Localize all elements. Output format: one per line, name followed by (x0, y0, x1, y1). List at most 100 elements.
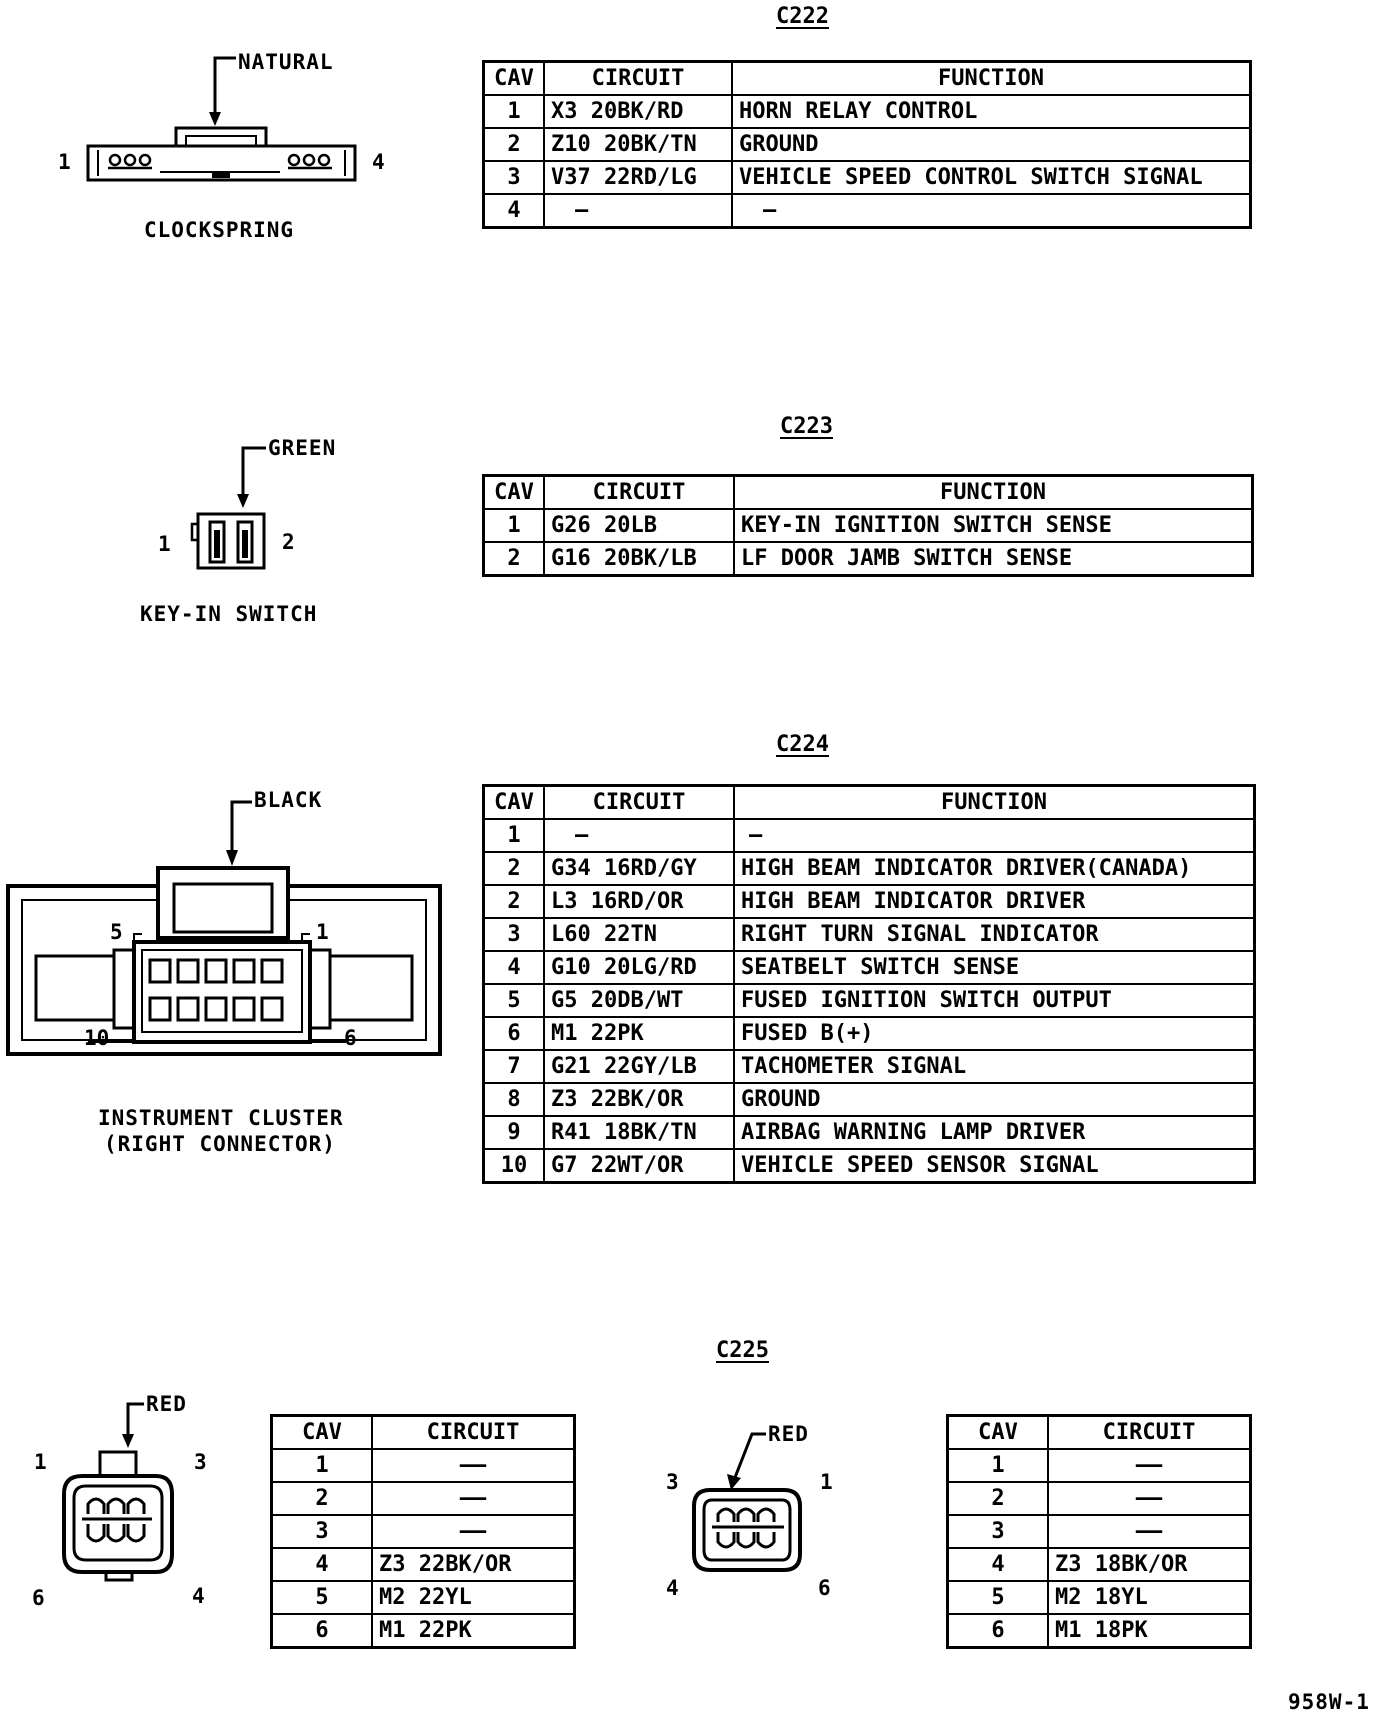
circuit-cell: M1 18PK (1047, 1613, 1252, 1649)
cav-cell: 4 (482, 193, 545, 229)
cav-cell: 2 (482, 851, 545, 886)
c224-pin-1-label: 1 (316, 920, 329, 944)
cav-cell: 2 (946, 1481, 1049, 1516)
function-cell: HIGH BEAM INDICATOR DRIVER(CANADA) (733, 851, 1256, 886)
c223-pin-2-label: 2 (282, 530, 295, 554)
c224-title: C224 (776, 732, 829, 757)
table-row: 3 L60 22TN RIGHT TURN SIGNAL INDICATOR (482, 917, 1256, 952)
function-cell: FUSED B(+) (733, 1016, 1256, 1051)
circuit-cell: Z3 22BK/OR (543, 1082, 735, 1117)
c225-left-connector-drawing (62, 1402, 174, 1582)
function-cell: VEHICLE SPEED CONTROL SWITCH SIGNAL (731, 160, 1252, 195)
c225-left-pin-1-label: 1 (34, 1450, 47, 1474)
circuit-cell: M1 22PK (543, 1016, 735, 1051)
function-cell: SEATBELT SWITCH SENSE (733, 950, 1256, 985)
c225-right-pin-3-label: 3 (666, 1470, 679, 1494)
circuit-cell: G26 20LB (543, 508, 735, 543)
c225-left-pin-6-label: 6 (32, 1586, 45, 1610)
table-row: 2 Z10 20BK/TN GROUND (482, 127, 1252, 162)
cav-cell: 5 (270, 1580, 373, 1615)
cav-cell: 10 (482, 1148, 545, 1184)
circuit-cell: G16 20BK/LB (543, 541, 735, 577)
table-row: 4 — — (482, 193, 1252, 229)
circuit-cell: V37 22RD/LG (543, 160, 733, 195)
function-cell: TACHOMETER SIGNAL (733, 1049, 1256, 1084)
table-row: 2 G16 20BK/LB LF DOOR JAMB SWITCH SENSE (482, 541, 1254, 577)
table-header-row: CAV CIRCUIT FUNCTION (482, 60, 1252, 96)
circuit-cell: Z3 22BK/OR (371, 1547, 576, 1582)
c222-pin-1-label: 1 (58, 150, 71, 174)
function-cell: — (731, 193, 1252, 229)
circuit-cell: G34 16RD/GY (543, 851, 735, 886)
cav-cell: 6 (270, 1613, 373, 1649)
table-row: 5 M2 22YL (270, 1580, 576, 1615)
circuit-cell: M2 22YL (371, 1580, 576, 1615)
table-row: 9 R41 18BK/TN AIRBAG WARNING LAMP DRIVER (482, 1115, 1256, 1150)
table-row: 4 Z3 18BK/OR (946, 1547, 1252, 1582)
cav-cell: 1 (946, 1448, 1049, 1483)
figure-id: 958W-1 (1288, 1690, 1370, 1714)
c223-title: C223 (780, 414, 833, 439)
table-header-row: CAV CIRCUIT FUNCTION (482, 784, 1256, 820)
function-header: FUNCTION (731, 60, 1252, 96)
cav-cell: 1 (482, 818, 545, 853)
cav-cell: 3 (946, 1514, 1049, 1549)
circuit-header: CIRCUIT (543, 784, 735, 820)
circuit-cell: G5 20DB/WT (543, 983, 735, 1018)
cav-cell: 3 (270, 1514, 373, 1549)
c222-title: C222 (776, 4, 829, 29)
c222-color-label: NATURAL (238, 50, 334, 74)
table-row: 1 —— (270, 1448, 576, 1483)
c225-right-color-label: RED (768, 1422, 809, 1446)
c222-clockspring-connector-drawing (86, 56, 357, 182)
c225-left-pin-4-label: 4 (192, 1584, 205, 1608)
cav-cell: 6 (482, 1016, 545, 1051)
function-cell: AIRBAG WARNING LAMP DRIVER (733, 1115, 1256, 1150)
c225-left-color-label: RED (146, 1392, 187, 1416)
function-cell: KEY-IN IGNITION SWITCH SENSE (733, 508, 1254, 543)
function-cell: — (733, 818, 1256, 853)
c222-connector-name: CLOCKSPRING (144, 218, 295, 242)
c225-right-pin-4-label: 4 (666, 1576, 679, 1600)
table-row: 6 M1 18PK (946, 1613, 1252, 1649)
c224-pin-10-label: 10 (84, 1026, 110, 1050)
function-cell: VEHICLE SPEED SENSOR SIGNAL (733, 1148, 1256, 1184)
circuit-header: CIRCUIT (543, 474, 735, 510)
circuit-header: CIRCUIT (1047, 1414, 1252, 1450)
circuit-cell: —— (1047, 1514, 1252, 1549)
cav-cell: 2 (270, 1481, 373, 1516)
c225-title: C225 (716, 1338, 769, 1363)
circuit-cell: —— (371, 1448, 576, 1483)
c225-right-connector-drawing (692, 1432, 802, 1572)
c224-instrument-cluster-connector-drawing (6, 800, 442, 1056)
c223-table: CAV CIRCUIT FUNCTION 1 G26 20LB KEY-IN I… (482, 474, 1254, 577)
circuit-cell: G7 22WT/OR (543, 1148, 735, 1184)
cav-cell: 5 (946, 1580, 1049, 1615)
circuit-header: CIRCUIT (543, 60, 733, 96)
function-cell: GROUND (731, 127, 1252, 162)
cav-cell: 2 (482, 541, 545, 577)
table-row: 3 —— (946, 1514, 1252, 1549)
table-row: 2 —— (946, 1481, 1252, 1516)
cav-header: CAV (946, 1414, 1049, 1450)
circuit-cell: X3 20BK/RD (543, 94, 733, 129)
table-header-row: CAV CIRCUIT (946, 1414, 1252, 1450)
table-row: 3 —— (270, 1514, 576, 1549)
function-cell: HIGH BEAM INDICATOR DRIVER (733, 884, 1256, 919)
cav-cell: 1 (270, 1448, 373, 1483)
table-row: 4 G10 20LG/RD SEATBELT SWITCH SENSE (482, 950, 1256, 985)
circuit-cell: —— (371, 1514, 576, 1549)
c224-connector-name-line2: (RIGHT CONNECTOR) (104, 1132, 336, 1156)
circuit-cell: G10 20LG/RD (543, 950, 735, 985)
table-row: 2 G34 16RD/GY HIGH BEAM INDICATOR DRIVER… (482, 851, 1256, 886)
c224-connector-name-line1: INSTRUMENT CLUSTER (98, 1106, 344, 1130)
table-row: 5 G5 20DB/WT FUSED IGNITION SWITCH OUTPU… (482, 983, 1256, 1018)
cav-cell: 4 (946, 1547, 1049, 1582)
cav-cell: 4 (270, 1547, 373, 1582)
table-row: 1 X3 20BK/RD HORN RELAY CONTROL (482, 94, 1252, 129)
circuit-header: CIRCUIT (371, 1414, 576, 1450)
table-row: 3 V37 22RD/LG VEHICLE SPEED CONTROL SWIT… (482, 160, 1252, 195)
cav-cell: 3 (482, 917, 545, 952)
function-cell: HORN RELAY CONTROL (731, 94, 1252, 129)
table-row: 8 Z3 22BK/OR GROUND (482, 1082, 1256, 1117)
